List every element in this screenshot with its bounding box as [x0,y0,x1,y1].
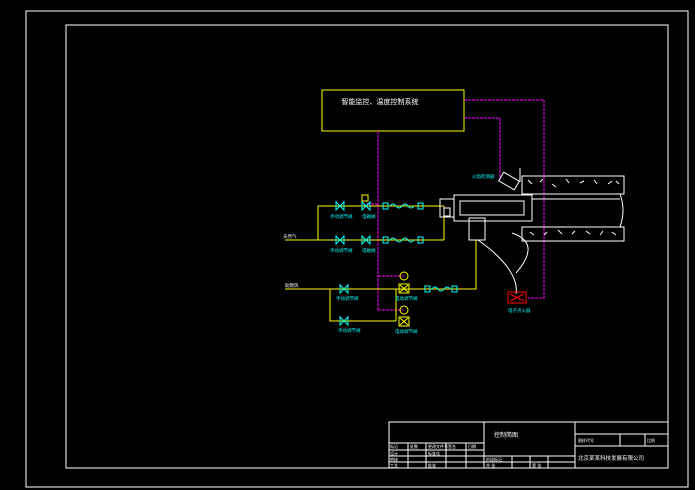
pipelines [285,205,477,322]
tb-right-c3: 比例 [647,437,655,443]
tb-right-c1: 图样代号 [578,437,594,443]
company-name: 北京某某科技发展有限公司 [578,454,644,462]
inner-frame [65,24,669,469]
tb-row2-c3: 标准化 [428,450,440,456]
label-motor-valve-1: 电动调节阀 [395,295,418,302]
furnace-wall [521,175,625,242]
flame-detector-icon [498,168,521,191]
label-igniter: 电子点火器 [508,307,531,314]
label-manual-valve-3: 手动调节阀 [336,295,359,302]
flow-coil-icon [361,194,458,293]
tb-row2-c1: 设计 [390,450,398,456]
outer-frame [25,10,689,488]
label-motor-valve-2: 电动调节阀 [395,328,418,335]
control-system-box [321,89,465,132]
signal-lines [366,99,545,311]
label-solenoid-1: 电磁阀 [362,213,376,220]
tb-row4-c1: 工艺 [390,463,398,468]
label-manual-valve-2: 手动调节阀 [330,247,353,254]
tb-row4-c3: 批准 [428,462,436,468]
tb-row1-c5: 日期 [468,443,476,449]
tb-row1-c2: 处数 [410,443,418,449]
tb-row1-c1: 标记 [390,443,398,449]
burner-icon [439,194,620,241]
label-manual-valve-4: 手动调节阀 [338,327,361,334]
valve-icon [335,200,371,327]
tb-row4-c5: 共 张 [486,462,495,468]
title-block [388,421,669,469]
tb-row2-c5: 阶段标记 [486,456,502,462]
tb-row1-c3: 更改文件号 [428,443,448,449]
gauge-icon [398,271,410,327]
control-system-title: 智能监控、温度控制系统 [342,97,419,106]
drawing-title: 控制简图 [494,431,518,439]
tb-row4-c6: 第 张 [532,462,541,468]
label-flame-detector: 火焰检测器 [472,173,495,180]
tb-row1-c4: 签名 [448,443,456,449]
label-manual-valve-1: 手动调节阀 [330,213,353,220]
label-air: 助燃风 [285,282,299,289]
igniter-icon [477,232,529,304]
tb-row3-c1: 审核 [390,456,398,462]
label-gas-top: 天然气 [283,233,297,240]
label-solenoid-2: 电磁阀 [362,247,376,254]
